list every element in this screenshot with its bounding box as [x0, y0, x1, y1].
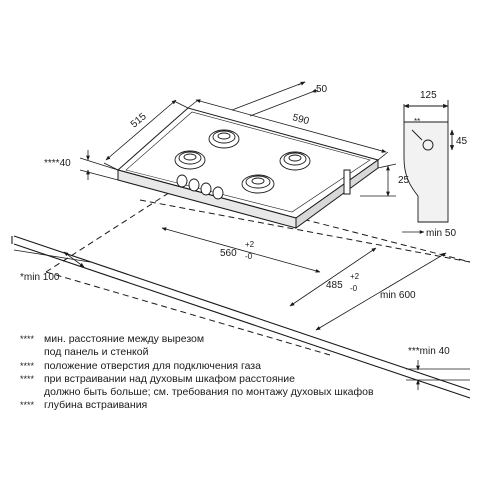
dim-star-mark: ** [414, 117, 420, 126]
gas-inlet-marker [422, 139, 434, 151]
knob-3 [200, 182, 212, 196]
legend-mark: **** [20, 360, 35, 371]
knob-1 [176, 174, 188, 188]
legend-text: мин. расстояние между вырезом [44, 333, 205, 345]
dimension-lines [13, 81, 470, 390]
dim-cutout-depth: 485 [326, 280, 343, 291]
control-knobs [176, 174, 224, 200]
legend-text: глубина встраивания [44, 399, 148, 412]
dim-side-width: 125 [420, 90, 437, 101]
knob-2 [188, 178, 200, 192]
burner-rear-left [208, 129, 240, 149]
dim-width: 590 [291, 112, 310, 127]
legend-mark: **** [20, 373, 35, 384]
dim-cutout-width-tol-plus: +2 [245, 240, 255, 249]
dim-side-gap: min 50 [426, 228, 456, 239]
dim-depth: 515 [129, 111, 149, 130]
side-section-detail [403, 100, 455, 223]
legend-row: **** глубина встраивания [20, 399, 470, 412]
dim-cutout-depth-tol-minus: -0 [350, 284, 358, 293]
dim-wall-min: ***min 40 [408, 346, 450, 357]
legend-mark [20, 346, 44, 359]
legend: **** мин. расстояние между вырезом под п… [20, 333, 470, 413]
legend-row: **** при встраивании над духовым шкафом … [20, 373, 470, 386]
knob-4 [212, 186, 224, 200]
dim-top-gap: 50 [316, 84, 328, 95]
burner-front-right [241, 174, 275, 194]
dim-side-height: 45 [456, 136, 468, 147]
legend-row: **** мин. расстояние между вырезом [20, 333, 470, 346]
burner-rear-right [279, 151, 311, 171]
legend-row: **** положение отверстия для подключения… [20, 360, 470, 373]
legend-mark: **** [20, 334, 35, 344]
dim-cutout-depth-tol-plus: +2 [350, 272, 360, 281]
burner-front-left [174, 150, 206, 170]
legend-text: положение отверстия для подключения газа [44, 359, 261, 372]
legend-text: при встраивании над духовым шкафом расст… [44, 372, 296, 385]
legend-row: должно быть больше; см. требования по мо… [20, 386, 470, 399]
dim-counter-min: min 600 [380, 290, 416, 301]
dim-height: 25 [398, 175, 410, 186]
dim-cutout-width-tol-minus: -0 [245, 252, 253, 261]
legend-row: под панель и стенкой [20, 346, 470, 359]
dim-cutout-width: 560 [220, 248, 237, 259]
legend-mark [20, 386, 44, 399]
legend-text: под панель и стенкой [44, 346, 149, 359]
legend-mark: **** [20, 400, 35, 411]
dim-front-min: *min 100 [20, 272, 60, 283]
dim-left-gap: ****40 [44, 158, 71, 169]
legend-text: должно быть больше; см. требования по мо… [44, 386, 374, 399]
hob-body [116, 107, 380, 229]
